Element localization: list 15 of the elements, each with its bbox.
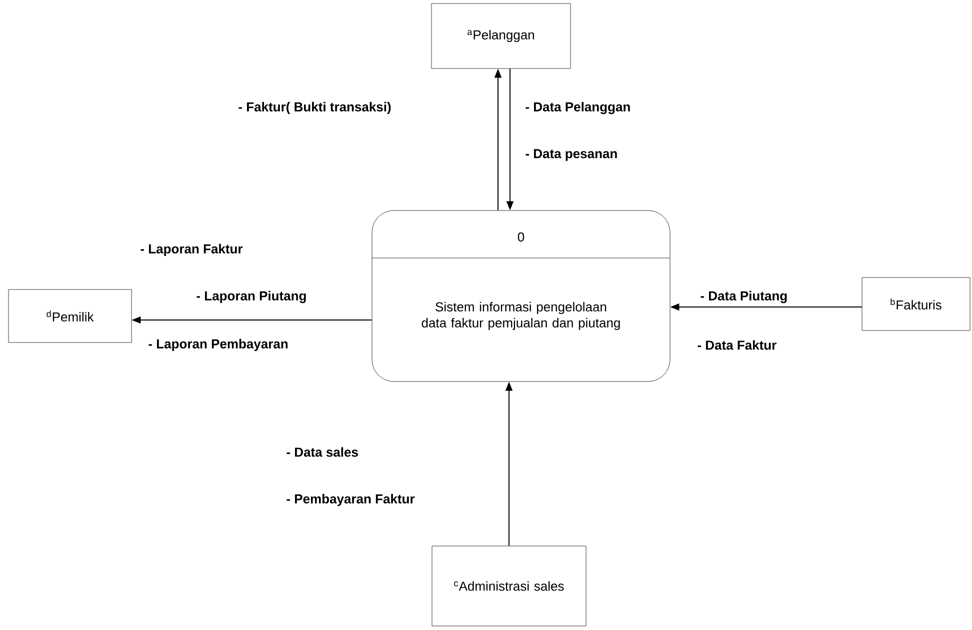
entity-box: $^{b}$Fakturis (862, 277, 970, 331)
entity-box: $^{d}$Pemilik (8, 289, 132, 343)
flow-label: - Laporan Piutang (196, 290, 306, 304)
flow-label: - Faktur( Bukti transaksi) (238, 102, 391, 114)
flow-label: - Data Faktur (698, 340, 776, 350)
flow-label: - Laporan Faktur (140, 244, 243, 256)
flow-label: - Data Piutang (700, 290, 787, 304)
entity-box: $^{c}$Administrasi sales (432, 546, 586, 626)
process-box: 0 Sistem informasi pengelolaan data faktur pemjualan dan piutang (372, 210, 670, 382)
flow-label: - Data pesanan (526, 149, 617, 161)
flow-label: - Laporan Pembayaran (148, 338, 288, 352)
flow-label: - Pembayaran Faktur (286, 494, 415, 506)
flow-label: - Data sales (286, 447, 358, 457)
entity-box: $^{a}$Pelanggan (431, 3, 571, 69)
flow-label: - Data Pelanggan (526, 102, 630, 114)
